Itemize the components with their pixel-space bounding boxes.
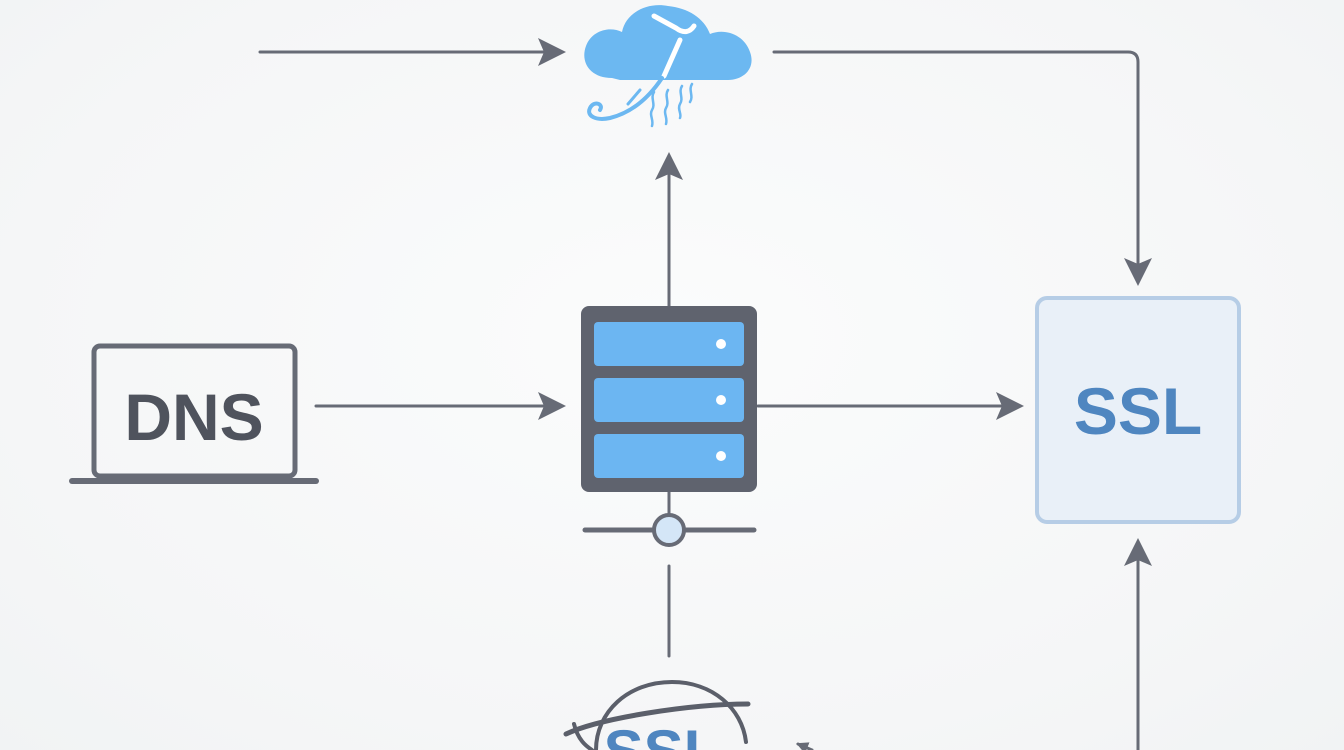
server-led-2 xyxy=(716,395,726,405)
ssl-globe: SSL xyxy=(563,679,751,750)
dns-laptop: DNS xyxy=(69,343,319,484)
laptop-icon xyxy=(91,343,298,479)
cloud-icon xyxy=(584,5,752,128)
ssl-card-label: SSL xyxy=(1074,374,1202,448)
connectors xyxy=(258,38,1152,750)
ssl-card: SSL xyxy=(1035,296,1241,524)
server-led-3 xyxy=(716,451,726,461)
dns-label: DNS xyxy=(124,380,263,454)
server-rack-icon xyxy=(581,306,757,547)
server-slot-1 xyxy=(594,322,744,366)
ssl-globe-label: SSL xyxy=(604,718,721,750)
server-slot-3 xyxy=(594,434,744,478)
server-led-1 xyxy=(716,339,726,349)
server-slot-2 xyxy=(594,378,744,422)
network-node-icon xyxy=(652,513,686,547)
arrow-cloud-to-ssl xyxy=(772,50,1152,286)
arrow-into-globe xyxy=(796,742,814,750)
certificate-card-icon xyxy=(1035,296,1241,524)
